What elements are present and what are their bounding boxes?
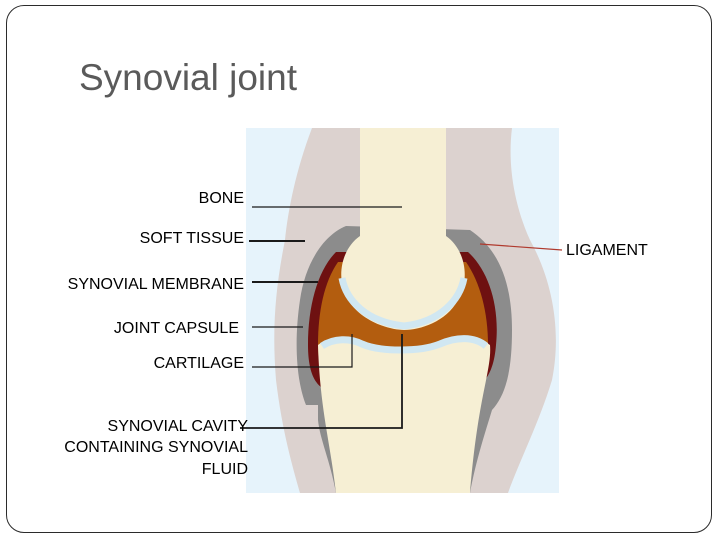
label-soft-tissue: SOFT TISSUE [139, 230, 244, 247]
label-joint-capsule: JOINT CAPSULE [113, 320, 239, 337]
label-synovial-cavity-1: SYNOVIAL CAVITY [107, 418, 248, 435]
slide-title: Synovial joint [79, 57, 298, 98]
label-ligament: LIGAMENT [566, 242, 648, 259]
label-synovial-cavity-3: FLUID [201, 461, 248, 478]
label-synovial-membrane: SYNOVIAL MEMBRANE [67, 276, 244, 293]
label-synovial-cavity-2: CONTAINING SYNOVIAL [64, 439, 248, 456]
label-cartilage: CARTILAGE [153, 355, 244, 372]
label-bone: BONE [198, 190, 244, 207]
